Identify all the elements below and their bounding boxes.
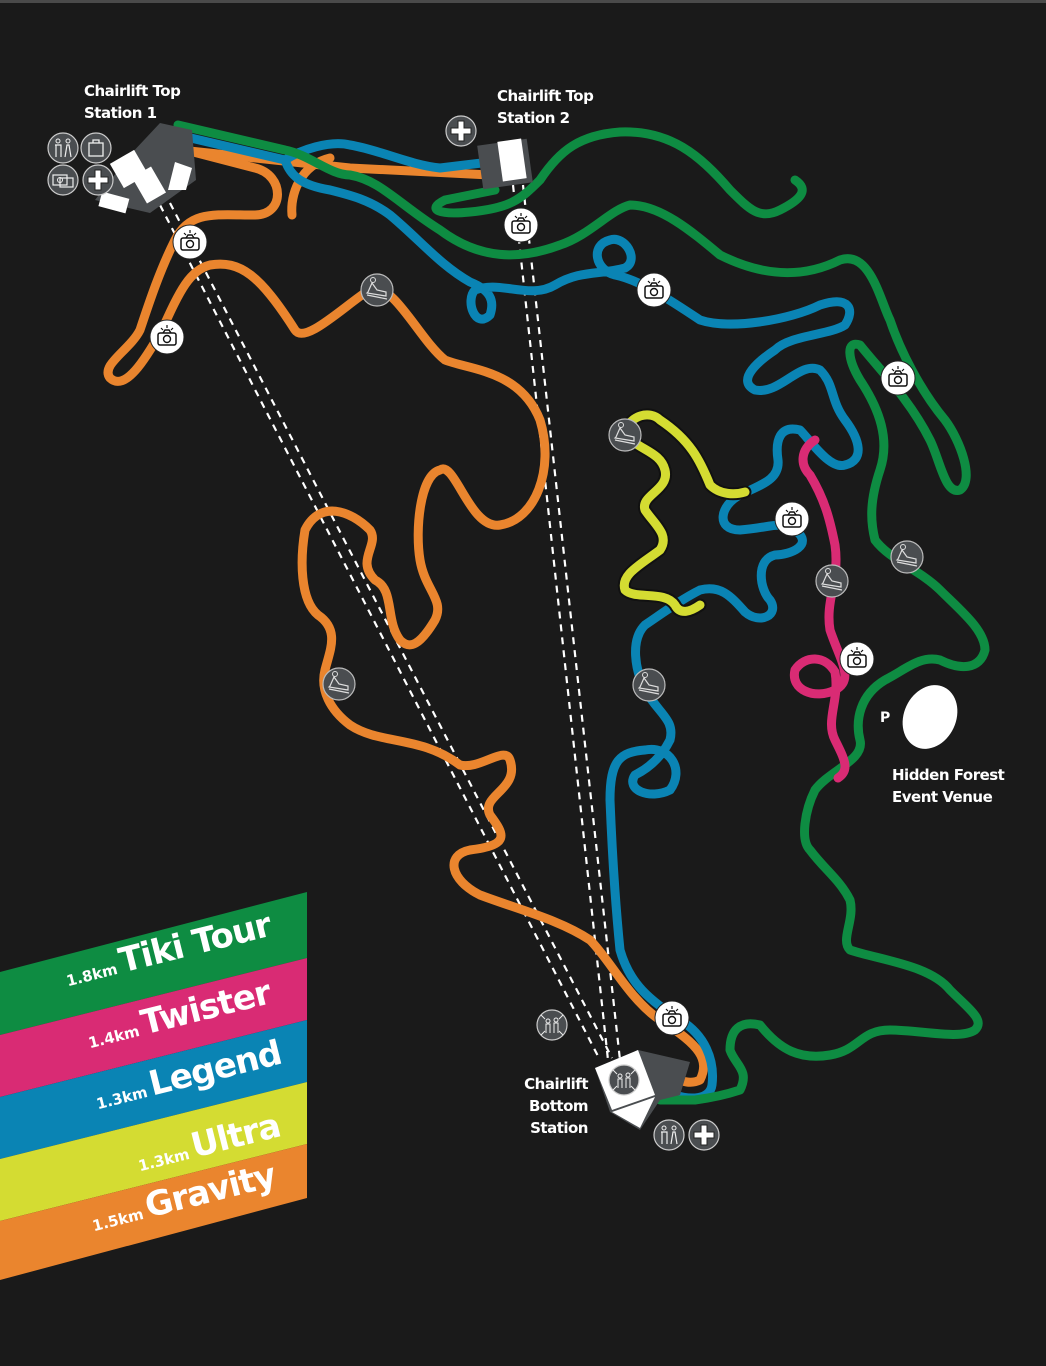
- top-border: [0, 0, 1046, 3]
- station-2-label: Chairlift Top Station 2: [497, 87, 594, 127]
- trail-tiki-tour: [173, 120, 990, 1105]
- trail-ultra: [617, 408, 752, 618]
- photo-point-icon[interactable]: [149, 319, 185, 355]
- photo-point-icon[interactable]: [654, 1000, 690, 1036]
- shop-icon[interactable]: [80, 132, 112, 164]
- parking-label: P: [880, 710, 890, 726]
- hidden-forest-venue[interactable]: [892, 676, 967, 758]
- first-aid-icon[interactable]: [688, 1119, 720, 1151]
- luge-marker-icon[interactable]: [360, 273, 394, 307]
- toilets-icon[interactable]: [47, 132, 79, 164]
- luge-marker-icon[interactable]: [815, 564, 849, 598]
- meeting-point-icon[interactable]: [536, 1009, 568, 1041]
- photo-point-icon[interactable]: [774, 501, 810, 537]
- chairlift-top-station-2[interactable]: [477, 138, 533, 190]
- first-aid-icon[interactable]: [445, 115, 477, 147]
- photo-point-icon[interactable]: [503, 207, 539, 243]
- chairlift-top-station-1[interactable]: [95, 123, 196, 214]
- luge-marker-icon[interactable]: [890, 540, 924, 574]
- toilets-icon[interactable]: [653, 1119, 685, 1151]
- trail-legend-bands: [0, 892, 307, 1280]
- trail-twister: [789, 435, 850, 783]
- photo-kiosk-icon[interactable]: [47, 164, 79, 196]
- photo-point-icon[interactable]: [839, 641, 875, 677]
- photo-point-icon[interactable]: [880, 360, 916, 396]
- luge-marker-icon[interactable]: [322, 667, 356, 701]
- station-1-label: Chairlift Top Station 1: [84, 82, 181, 122]
- chairlift-cable-2: [511, 184, 622, 1061]
- venue-label: Hidden Forest Event Venue: [892, 766, 1005, 806]
- luge-marker-icon[interactable]: [632, 668, 666, 702]
- first-aid-icon[interactable]: [82, 164, 114, 196]
- chairlift-bottom-station[interactable]: [595, 1050, 690, 1130]
- bottom-station-label: Chairlift Bottom Station: [524, 1075, 588, 1137]
- luge-marker-icon[interactable]: [608, 418, 642, 452]
- photo-point-icon[interactable]: [636, 272, 672, 308]
- photo-point-icon[interactable]: [172, 224, 208, 260]
